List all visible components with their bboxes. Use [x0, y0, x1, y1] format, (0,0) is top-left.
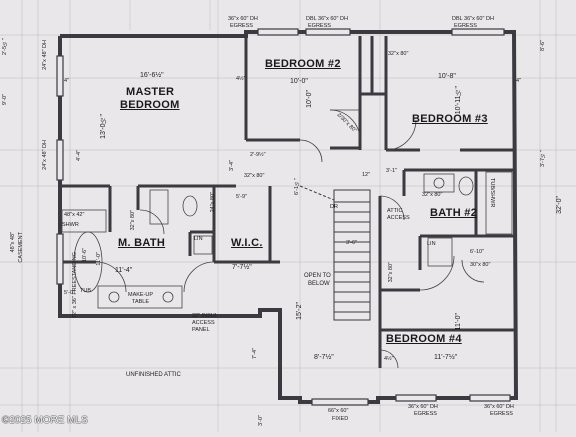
master-bedroom-label-2: BEDROOM — [120, 99, 180, 111]
door-32x80-c: 32"x 80" — [422, 192, 443, 198]
bedroom3-label: BEDROOM #3 — [412, 113, 488, 125]
dim-3-7: 3'-7½" — [540, 150, 546, 167]
dim-4-a: 4" — [64, 78, 70, 84]
unfinished-attic-label: UNFINISHED ATTIC — [126, 372, 181, 378]
window-label-1b: EGRESS — [230, 23, 253, 29]
door-32x80-a: 32"x 80" — [244, 173, 265, 179]
linen-closet-1-label: LIN — [194, 236, 203, 242]
makeup-table-label-2: TABLE — [132, 299, 150, 305]
dim-3-4: 3'-4" — [229, 160, 235, 171]
window-label-bottom-1: 66"x 60" — [328, 408, 349, 414]
dim-overall: 32'-0" — [556, 196, 563, 214]
window-label-3b: EGRESS — [454, 23, 477, 29]
tub-shower-label: TUB/SHWR — [489, 178, 495, 208]
dim-9-0: 9'-0" — [2, 94, 8, 105]
door-24x80: 24"x 80" — [210, 192, 216, 213]
dim-wic-width: 7'-7½" — [232, 264, 252, 271]
window-label-2: DBL 36"x 60" DH — [306, 16, 348, 22]
dim-b4-width: 11'-7½" — [434, 354, 458, 361]
fixtures — [61, 171, 513, 309]
master-bedroom-label-1: MASTER — [126, 86, 175, 98]
dim-master-width: 16'-6½" — [140, 72, 164, 79]
dim-4-half-b: 4½" — [384, 356, 394, 362]
linen-closet-2-label: LIN — [427, 241, 436, 247]
window-label-1: 36"x 60" DH — [228, 16, 258, 22]
dim-master-height: 13'-0½" — [100, 114, 107, 139]
insul-access-label-2: ACCESS — [192, 320, 215, 326]
door-swings — [95, 109, 485, 369]
door-32x80-b: 32"x 80" — [388, 51, 409, 57]
tub-label-2: TUB — [80, 288, 91, 294]
dim-5-9: 5'-9" — [236, 194, 247, 200]
dim-6-1: 6'-1½" — [294, 178, 300, 195]
door-32x80-e: 32"x 80" — [388, 262, 394, 283]
dr-label: DR — [330, 204, 338, 210]
insul-access-label-1: 32" INSUL — [192, 313, 218, 319]
dim-3-6: 3'-6" — [346, 240, 357, 246]
watermark: ©2025 MORE MLS — [2, 415, 88, 426]
dim-4-half-a: 4½" — [236, 76, 246, 82]
window-label-2b: EGRESS — [308, 23, 331, 29]
master-bath-label: M. BATH — [118, 237, 166, 249]
dim-stair: 15'-2" — [296, 302, 303, 320]
attic-access-label-1: ATTIC — [387, 208, 403, 214]
dim-5-0: 5'-0" — [64, 290, 75, 296]
door-30x80: 30"x 80" — [470, 262, 491, 268]
window-label-bottom-3b: EGRESS — [490, 411, 513, 417]
dim-hall-width: 8'-7½" — [314, 354, 334, 361]
dim-10-6: 10'-6" — [82, 248, 88, 263]
dim-3-1: 3'-1" — [386, 168, 397, 174]
window-label-left-3b: CASEMENT — [18, 232, 24, 263]
attic-access-label-2: ACCESS — [387, 215, 410, 221]
dim-2-5: 2'-5½" — [2, 38, 8, 55]
dim-7-4: 7'-4" — [252, 348, 258, 359]
window-label-left-1: 24"x 48" DH — [42, 40, 48, 70]
dim-4-4: 4'-4" — [76, 150, 82, 161]
dim-4-b: 4" — [516, 78, 522, 84]
bedroom4-label: BEDROOM #4 — [386, 333, 462, 345]
dim-b2-width: 10'-0" — [290, 78, 308, 85]
window-label-left-3: 48"x 48" — [10, 232, 16, 253]
door-32x80-d: 32"x 80" — [130, 210, 136, 231]
window-label-bottom-3: 36"x 60" DH — [484, 404, 514, 410]
window-label-3: DBL 36"x 60" DH — [452, 16, 494, 22]
wic-label: W.I.C. — [231, 237, 263, 249]
window-marks — [56, 28, 511, 406]
dim-mbath-width: 11'-4" — [115, 267, 133, 274]
dim-8-6: 8'-6" — [540, 40, 546, 51]
bedroom2-label: BEDROOM #2 — [265, 58, 341, 70]
dim-6-10: 6'-10" — [470, 249, 485, 255]
dim-3-0: 3'-0" — [258, 415, 264, 426]
tub-label: 72" x 36" FREESTANDING — [72, 252, 78, 319]
makeup-table-label-1: MAKE-UP — [128, 292, 154, 298]
insul-access-label-3: PANEL — [192, 327, 210, 333]
open-to-below-label-1: OPEN TO — [304, 273, 331, 279]
shower-size: 48"x 42" — [64, 212, 85, 218]
window-label-bottom-2: 36"x 60" DH — [408, 404, 438, 410]
window-label-left-2: 24"x 48" DH — [42, 140, 48, 170]
dim-b2-height: 10'-0" — [306, 90, 313, 108]
dim-b3-height: 10'-11½" — [455, 86, 462, 115]
bath2-label: BATH #2 — [430, 207, 478, 219]
stairs — [299, 185, 371, 321]
interior-walls — [60, 36, 516, 368]
dim-2-9: 2'-9½" — [250, 152, 266, 158]
window-label-bottom-1b: FIXED — [332, 416, 349, 422]
window-label-bottom-2b: EGRESS — [414, 411, 437, 417]
open-to-below-label-2: BELOW — [308, 281, 330, 287]
dim-b4-height: 11'-0" — [455, 313, 462, 331]
dim-12: 12" — [362, 172, 371, 178]
tub-size: 11'-0" — [96, 252, 102, 266]
dim-b3-width: 10'-8" — [438, 73, 456, 80]
shower-label: SHWR — [62, 222, 79, 228]
